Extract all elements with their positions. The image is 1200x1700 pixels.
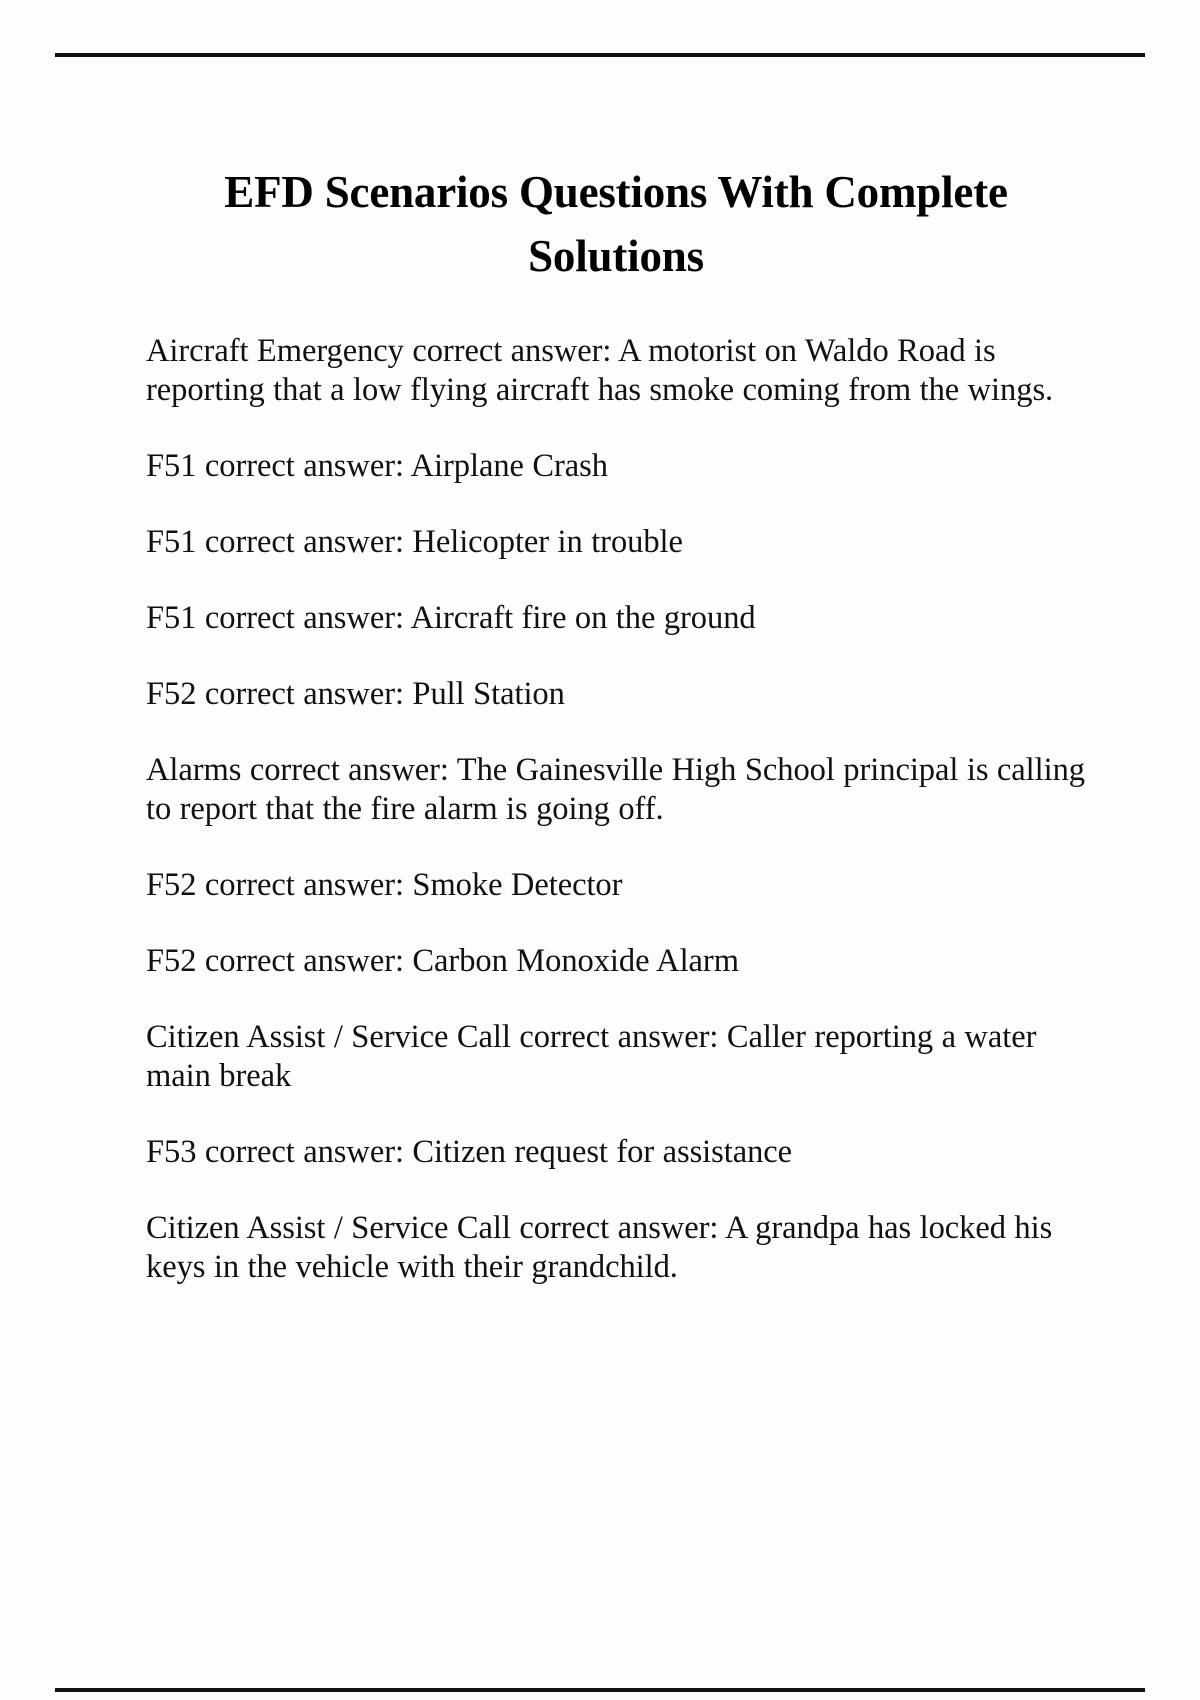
answer-entry-f51-airplane-crash: F51 correct answer: Airplane Crash: [146, 448, 608, 484]
answer-entry-f53-citizen-request: F53 correct answer: Citizen request for …: [146, 1134, 793, 1170]
answer-entry-f51-aircraft-fire-ground: F51 correct answer: Aircraft fire on the…: [146, 600, 756, 636]
answer-entry-f52-carbon-monoxide-alarm: F52 correct answer: Carbon Monoxide Alar…: [146, 943, 739, 979]
answer-entry-f51-helicopter-in-trouble: F51 correct answer: Helicopter in troubl…: [146, 524, 683, 560]
answer-entry-list: Aircraft Emergency correct answer: A mot…: [146, 332, 1086, 1287]
answer-entry-f52-smoke-detector: F52 correct answer: Smoke Detector: [146, 867, 623, 903]
header-rule: [55, 53, 1145, 57]
answer-entry-aircraft-emergency: Aircraft Emergency correct answer: A mot…: [146, 333, 1054, 408]
footer-rule: [55, 1688, 1145, 1692]
page-title: EFD Scenarios Questions With Complete So…: [224, 167, 1008, 281]
document-content: EFD Scenarios Questions With Complete So…: [146, 160, 1086, 1287]
answer-entry-citizen-assist-water-main: Citizen Assist / Service Call correct an…: [146, 1019, 1037, 1094]
answer-entry-citizen-assist-grandpa-keys: Citizen Assist / Service Call correct an…: [146, 1210, 1053, 1285]
answer-entry-f52-pull-station: F52 correct answer: Pull Station: [146, 676, 565, 712]
answer-entry-alarms-gainesville: Alarms correct answer: The Gainesville H…: [146, 752, 1085, 827]
